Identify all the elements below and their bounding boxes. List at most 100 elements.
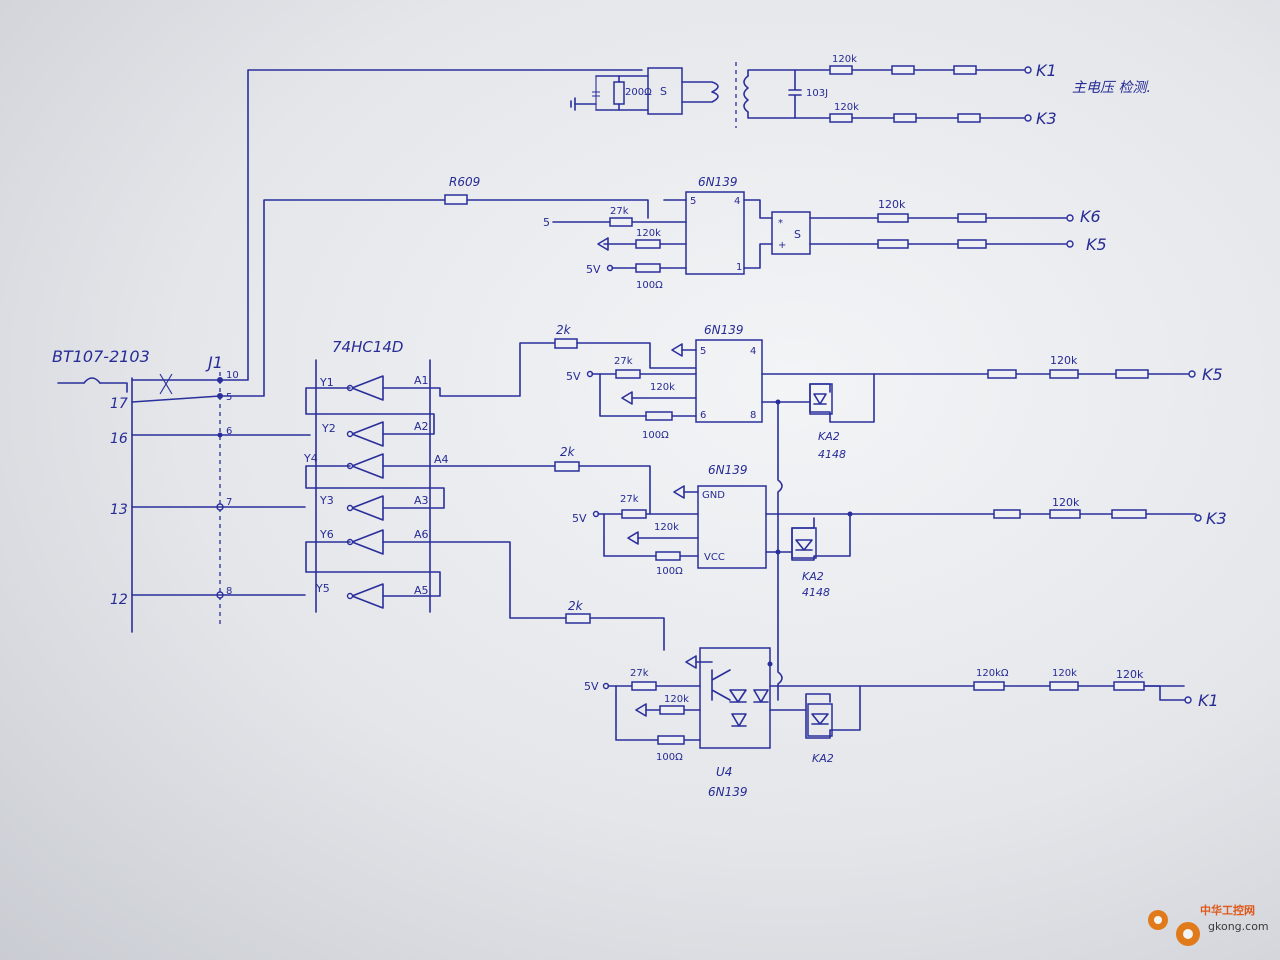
ch3-res-100: 100Ω (656, 752, 683, 763)
ch2-diode: KA2 (802, 570, 824, 583)
ch3-out-res-1: 120kΩ (976, 668, 1009, 679)
k6-pin-5: 5 (690, 196, 696, 207)
k6-sensor (771, 211, 811, 255)
ch2-series-res: 2k (560, 445, 576, 459)
connector-pin-12: 12 (110, 592, 128, 608)
header-pin-7: 7 (226, 497, 232, 508)
ch1-chip: 6N139 (704, 323, 744, 337)
k6-pin-1: 1 (736, 262, 742, 273)
header-pin-10: 10 (226, 370, 239, 381)
output-k3-top: K3 (1036, 109, 1057, 128)
header-pin-5: 5 (226, 392, 232, 403)
k6-section: R609 6N139 5 4 1 5 27k 120k 5V 100Ω * + … (444, 175, 1107, 291)
ch1-diode: KA2 (818, 430, 840, 443)
output-k3: K3 (1206, 509, 1227, 528)
ch3-chip: 6N139 (708, 785, 748, 799)
ch3-optocoupler (699, 647, 771, 749)
k6-res-27k: 27k (610, 206, 629, 217)
k6-supply: 5V (586, 263, 601, 276)
connector-bt107: BT107-2103 17 16 13 12 (52, 347, 150, 633)
inv-in-a2: A2 (414, 420, 429, 433)
inverter-74hc14d: 74HC14D Y1 Y2 Y4 Y3 Y6 Y5 A1 A2 A4 A3 A6… (303, 338, 567, 619)
channel-1: 2k 6N139 5 4 8 6 5V 27k 120k 100Ω KA2 41… (554, 323, 1223, 461)
k6-sensor-label: S (794, 228, 801, 241)
watermark-site: gkong.com (1208, 920, 1269, 933)
ch1-optocoupler (695, 339, 763, 423)
inv-in-a4: A4 (434, 453, 449, 466)
output-k6: K6 (1080, 207, 1101, 226)
k6-series-resistor: R609 (449, 175, 480, 189)
ch3-out-res-2: 120k (1052, 668, 1077, 679)
inv-out-y4: Y4 (303, 452, 318, 465)
header-j1: J1 10 5 6 7 8 (205, 353, 239, 628)
k6-extra-supply: 5 (543, 216, 550, 229)
watermark: 中华工控网 gkong.com (1148, 903, 1269, 946)
watermark-cn: 中华工控网 (1200, 903, 1255, 917)
top-current-sensor (647, 67, 683, 115)
ch2-diode-part: 4148 (802, 586, 830, 599)
ch1-pin-5: 5 (700, 346, 706, 357)
cut-mark (159, 373, 173, 395)
k6-pin-4: 4 (734, 196, 740, 207)
k6-res-120k: 120k (636, 228, 661, 239)
header-pin-6: 6 (226, 426, 232, 437)
ch2-optocoupler (697, 485, 767, 569)
top-res-1: 120k (832, 54, 857, 65)
ch2-chip: 6N139 (708, 463, 748, 477)
top-section-note: 主电压 检测. (1072, 80, 1151, 96)
inv-out-y3: Y3 (319, 494, 334, 507)
ch3-series-res: 2k (568, 599, 584, 613)
ch2-res-27k: 27k (620, 494, 639, 505)
ch2-pin-vcc: VCC (704, 552, 725, 563)
top-capacitor-label: 103J (806, 88, 828, 99)
top-sensor-label: S (660, 85, 667, 98)
ch2-res-120k: 120k (654, 522, 679, 533)
k6-out-res: 120k (878, 198, 906, 211)
ch1-res-27k: 27k (614, 356, 633, 367)
channel-2: 2k 6N139 GND VCC 5V 27k 120k 100Ω KA2 41… (554, 445, 1227, 599)
inv-in-a1: A1 (414, 374, 429, 387)
ch1-supply: 5V (566, 370, 581, 383)
ch2-pin-gnd: GND (702, 490, 725, 501)
channel-3: 2k 5V 27k 120k 100Ω U4 6N139 KA2 120kΩ 1… (565, 599, 1219, 799)
ch1-res-120k: 120k (650, 382, 675, 393)
connector-pin-16: 16 (110, 431, 128, 447)
inv-in-a5: A5 (414, 584, 429, 597)
inv-in-a3: A3 (414, 494, 429, 507)
inverter-part: 74HC14D (332, 338, 403, 356)
connector-label: BT107-2103 (52, 347, 150, 366)
inv-in-a6: A6 (414, 528, 429, 541)
header-pin-8: 8 (226, 586, 232, 597)
k6-sensor-pin-a: * (778, 218, 783, 229)
ch3-diode: KA2 (812, 752, 834, 765)
inv-out-y6: Y6 (319, 528, 334, 541)
k6-res-100: 100Ω (636, 280, 663, 291)
output-k5: K5 (1202, 365, 1223, 384)
header-ref: J1 (205, 353, 223, 372)
ch1-diode-part: 4148 (818, 448, 846, 461)
connector-pin-13: 13 (110, 502, 128, 518)
top-res-2: 120k (834, 102, 859, 113)
k6-sensor-pin-b: + (778, 240, 786, 251)
ch1-pin-8: 8 (750, 410, 756, 421)
ch3-supply: 5V (584, 680, 599, 693)
ch2-out-res: 120k (1052, 496, 1080, 509)
inv-out-y2: Y2 (321, 422, 336, 435)
inv-out-y5: Y5 (315, 582, 330, 595)
top-voltage-section: 200Ω S 103J 120k 120k K1 K3 主电压 检测. (570, 54, 1151, 128)
output-k1: K1 (1198, 691, 1219, 710)
k6-optocoupler (685, 191, 745, 275)
ch1-pin-6: 6 (700, 410, 706, 421)
ch3-res-27k: 27k (630, 668, 649, 679)
connector-pin-17: 17 (110, 396, 128, 412)
top-resistor-label: 200Ω (625, 87, 652, 98)
ch3-res-120k: 120k (664, 694, 689, 705)
ch1-res-100: 100Ω (642, 430, 669, 441)
ch1-series-res: 2k (556, 323, 572, 337)
ch1-pin-4: 4 (750, 346, 756, 357)
inv-out-y1: Y1 (319, 376, 334, 389)
ch2-supply: 5V (572, 512, 587, 525)
ch2-res-100: 100Ω (656, 566, 683, 577)
